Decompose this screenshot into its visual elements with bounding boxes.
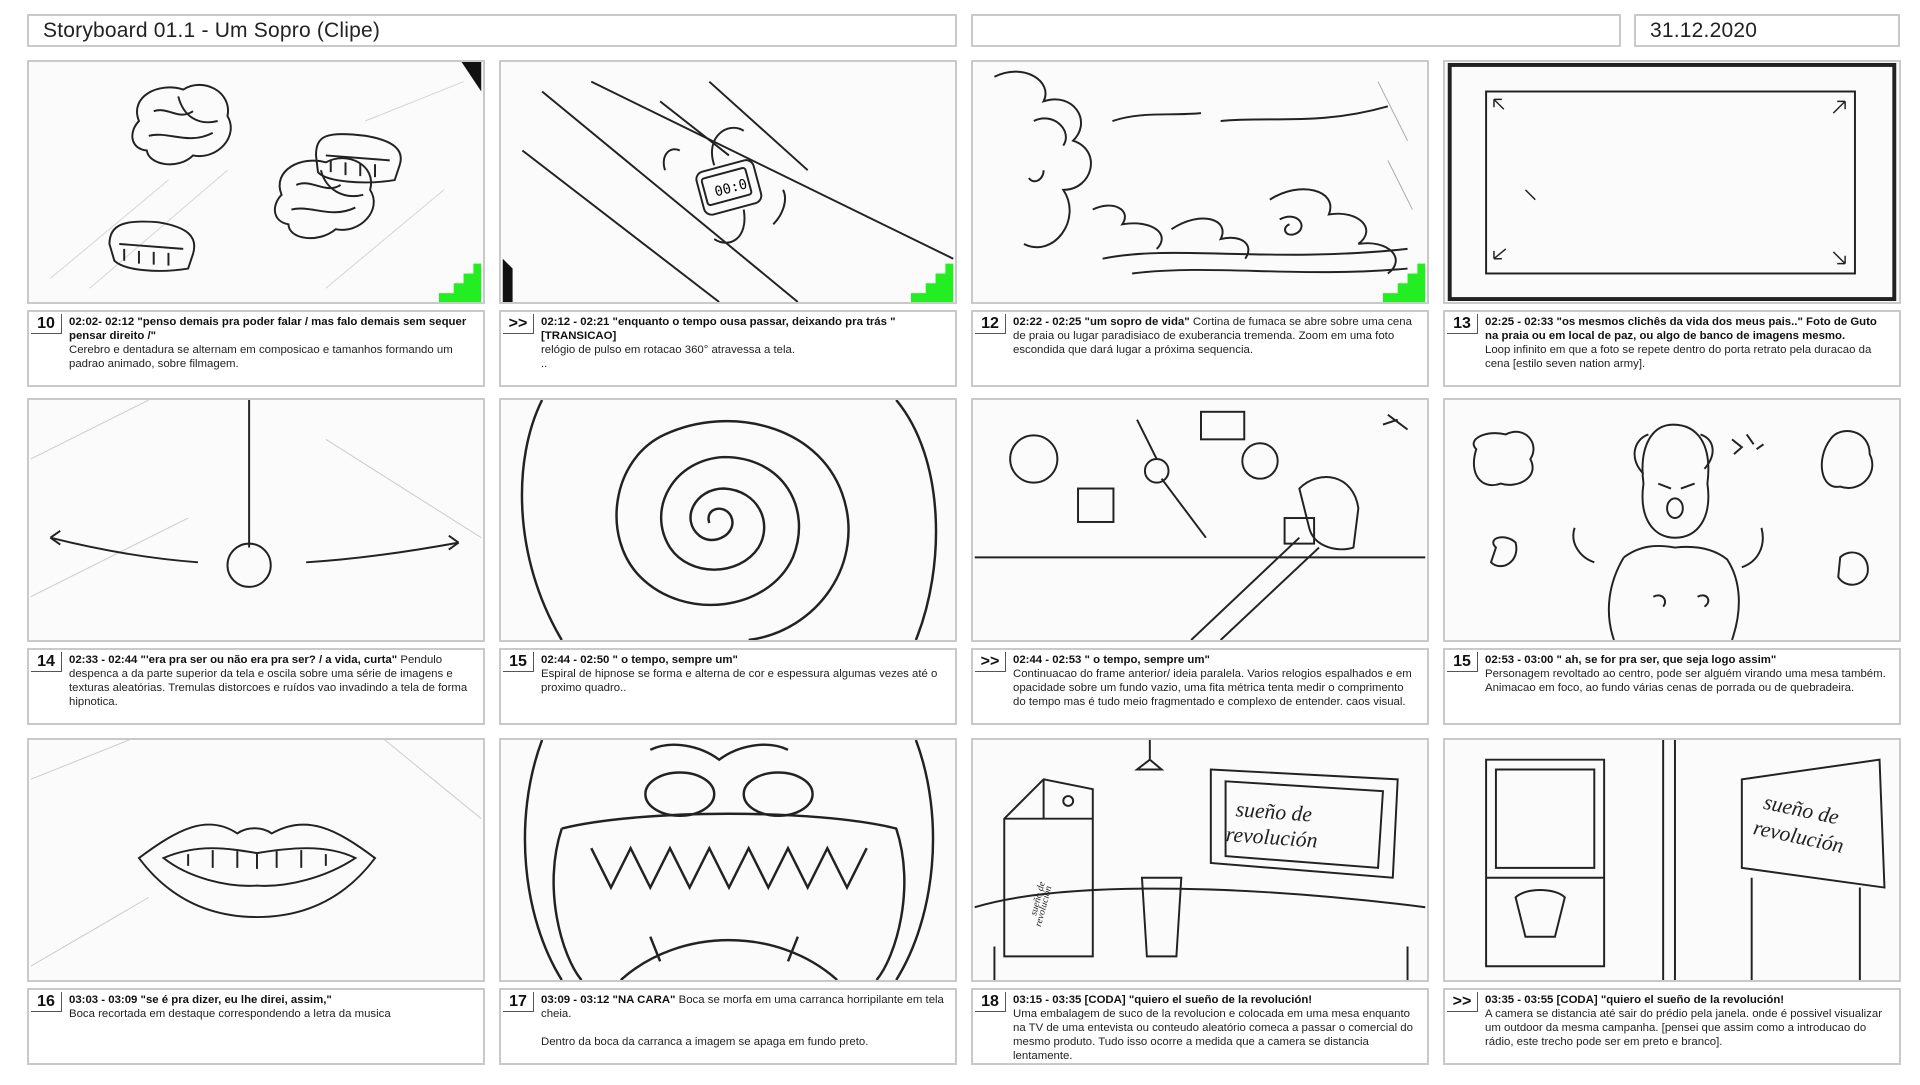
tv-text-line-1: sueño de [1235,797,1313,826]
panel-caption: 15 02:44 - 02:50 " o tempo, sempre um" E… [499,648,957,725]
sketch-frame [499,738,957,982]
building-window-and-billboard-sketch: sueño de revolución [1485,740,1886,980]
storyboard-title: Storyboard 01.1 - Um Sopro (Clipe) [27,14,957,47]
panel-caption: 12 02:22 - 02:25 "um sopro de vida" Cort… [971,310,1429,387]
panel-number: 10 [31,314,62,334]
sketch-frame [499,398,957,642]
smoke-curtain-sketch [993,70,1426,302]
panel-heading: 03:15 - 03:35 [CODA] "quiero el sueño de… [1013,994,1313,1006]
panel-description: Boca recortada em destaque correspondend… [69,1008,391,1020]
panel-heading: 02:25 - 02:33 "os mesmos clichês da vida… [1485,316,1877,342]
hypnotic-spiral-sketch [520,400,938,640]
scattered-clocks-sketch [974,410,1426,640]
panel-number: >> [975,652,1006,672]
header-blank-field [971,14,1621,47]
panel-number: 15 [503,652,534,672]
panel-description: Cortina de fumaca se abre sobre uma cena… [1013,316,1412,356]
panel-number: >> [1447,992,1478,1012]
panel-number: 16 [31,992,62,1012]
panel-caption: 10 02:02- 02:12 "penso demais pra poder … [27,310,485,387]
panel-description: Personagem revoltado ao centro, pode ser… [1485,668,1886,694]
panel-number: 15 [1447,652,1478,672]
pendulum-sketch [30,400,482,598]
panel-number: 17 [503,992,534,1012]
sketch-frame [971,60,1429,304]
panel-description: Espiral de hipnose se forma e alterna de… [541,668,938,694]
juice-box-and-tv-sketch: sueño de revolución sueño de revolución [974,740,1426,980]
sketch-frame: 00:0 [499,60,957,304]
lips-sketch [30,740,482,967]
panel-number: 13 [1447,314,1478,334]
panel-caption: 15 02:53 - 03:00 " ah, se for pra ser, q… [1443,648,1901,725]
panel-note: Dentro da boca da carranca a imagem se a… [541,1036,869,1048]
wristwatch-rotation-sketch: 00:0 [502,80,954,302]
sketch-frame [971,398,1429,642]
panel-heading: 03:03 - 03:09 "se é pra dizer, eu lhe di… [69,994,332,1006]
panel-heading: 02:22 - 02:25 "um sopro de vida" [1013,316,1190,328]
panel-heading: 02:12 - 02:21 "enquanto o tempo ousa pas… [541,316,896,342]
sketch-frame [27,738,485,982]
panel-caption: >> 02:12 - 02:21 "enquanto o tempo ousa … [499,310,957,387]
sketch-frame [27,398,485,642]
panel-caption: 17 03:09 - 03:12 "NA CARA" Boca se morfa… [499,988,957,1065]
sketch-frame: sueño de revolución sueño de revolución [971,738,1429,982]
panel-caption: >> 02:44 - 02:53 " o tempo, sempre um" C… [971,648,1429,725]
sketch-frame: sueño de revolución [1443,738,1901,982]
panel-number: 18 [975,992,1006,1012]
panel-note: .. [541,358,548,370]
panel-description: Loop infinito em que a foto se repete de… [1485,344,1872,370]
panel-caption: 13 02:25 - 02:33 "os mesmos clichês da v… [1443,310,1901,387]
sketch-frame [27,60,485,304]
angry-character-sketch [1472,423,1874,640]
panel-description: Boca se morfa em uma carranca horripilan… [541,994,944,1020]
brains-and-dentures-sketch [50,62,482,302]
panel-heading: 02:02- 02:12 "penso demais pra poder fal… [69,316,467,342]
panel-caption: 18 03:15 - 03:35 [CODA] "quiero el sueño… [971,988,1429,1065]
panel-description: Uma embalagem de suco de la revolucion e… [1013,1008,1413,1062]
panel-description: Pendulo despenca a da parte superior da … [69,654,468,708]
panel-caption: >> 03:35 - 03:55 [CODA] "quiero el sueño… [1443,988,1901,1065]
tv-text-line-2: revolución [1225,822,1318,852]
panel-heading: 02:44 - 02:50 " o tempo, sempre um" [541,654,738,666]
monster-mouth-sketch [523,740,935,980]
storyboard-date: 31.12.2020 [1634,14,1900,47]
recursive-photo-frame-sketch [1447,62,1897,302]
panel-heading: 03:09 - 03:12 "NA CARA" [541,994,676,1006]
panel-heading: 02:44 - 02:53 " o tempo, sempre um" [1013,654,1210,666]
panel-number: 14 [31,652,62,672]
panel-description: Continuacao do frame anterior/ ideia par… [1013,668,1412,708]
panel-number: >> [503,314,534,334]
panel-description: A camera se distancia até sair do prédio… [1485,1008,1883,1048]
panel-caption: 16 03:03 - 03:09 "se é pra dizer, eu lhe… [27,988,485,1065]
panel-heading: 03:35 - 03:55 [CODA] "quiero el sueño de… [1485,994,1785,1006]
panel-heading: 02:53 - 03:00 " ah, se for pra ser, que … [1485,654,1777,666]
panel-description: Cerebro e dentadura se alternam em compo… [69,344,453,370]
sketch-frame [1443,60,1901,304]
panel-number: 12 [975,314,1006,334]
sketch-frame [1443,398,1901,642]
panel-description: relógio de pulso em rotacao 360° atraves… [541,344,796,356]
panel-heading: 02:33 - 02:44 "'era pra ser ou não era p… [69,654,398,666]
panel-caption: 14 02:33 - 02:44 "'era pra ser ou não er… [27,648,485,725]
